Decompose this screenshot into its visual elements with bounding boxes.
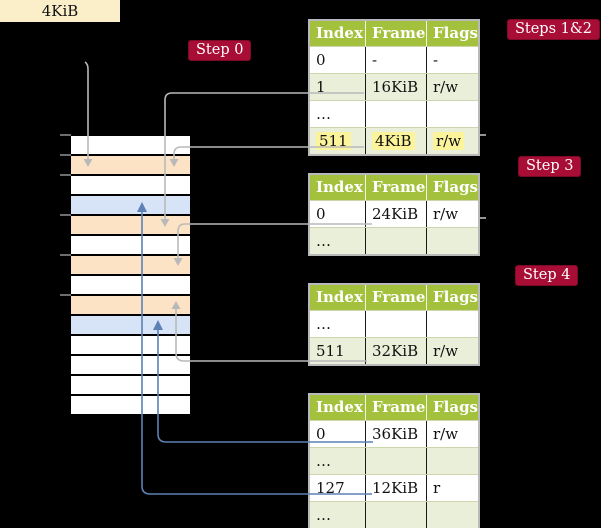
- column-header-index: Index: [310, 175, 366, 200]
- memory-tick: [60, 254, 71, 256]
- cell-frame: 12KiB: [366, 475, 427, 501]
- table-row: …: [310, 310, 478, 337]
- cell-index: …: [310, 101, 366, 127]
- memory-tick: [60, 174, 71, 176]
- table-row: 127 12KiB r: [310, 474, 478, 501]
- highlight: 4KiB: [372, 132, 415, 150]
- table-header-row: Index Frame Flags: [310, 395, 478, 420]
- cell-index: 511: [310, 338, 366, 364]
- page-table-step-4: Index Frame Flags … 511 32KiB r/w: [308, 283, 480, 366]
- column-header-index: Index: [310, 395, 366, 420]
- cell-frame: 24KiB: [366, 201, 427, 227]
- memory-row: [71, 256, 190, 274]
- column-header-frame: Frame: [366, 285, 427, 310]
- cell-frame: [366, 502, 427, 528]
- cell-flags: r/w: [433, 425, 459, 443]
- memory-row: [71, 216, 190, 234]
- table-row: …: [310, 227, 478, 254]
- page-table-final-level: Index Frame Flags 0 36KiB r/w … 127 12Ki…: [308, 393, 480, 528]
- cell-index: 127: [310, 475, 366, 501]
- memory-row: [71, 176, 190, 194]
- table-row: 0 - -: [310, 46, 478, 73]
- column-header-flags: Flags: [433, 24, 478, 42]
- column-header-frame: Frame: [366, 175, 427, 200]
- table-header-row: Index Frame Flags: [310, 175, 478, 200]
- cell-flags: r: [433, 479, 441, 497]
- page-table-steps-1-2: Index Frame Flags 0 - - 1 16KiB r/w … 51…: [308, 19, 480, 156]
- cell-index: 511: [310, 128, 366, 154]
- memory-row: [71, 156, 190, 174]
- label-steps-1-2: Steps 1&2: [506, 19, 600, 40]
- column-header-index: Index: [310, 285, 366, 310]
- memory-row: [71, 396, 190, 414]
- label-step-3: Step 3: [518, 156, 582, 177]
- highlight: r/w: [433, 132, 465, 150]
- table-row: 0 36KiB r/w: [310, 420, 478, 447]
- table-header-row: Index Frame Flags: [310, 21, 478, 46]
- cell-frame: [366, 311, 427, 337]
- cell-index: …: [310, 448, 366, 474]
- memory-row: [71, 296, 190, 314]
- column-header-index: Index: [310, 21, 366, 46]
- cell-frame: [366, 448, 427, 474]
- memory-row: [71, 136, 190, 154]
- memory-row: [71, 376, 190, 394]
- cell-index: …: [310, 311, 366, 337]
- highlight: 511: [316, 132, 351, 150]
- table-row-highlighted: 511 4KiB r/w: [310, 127, 478, 154]
- column-header-frame: Frame: [366, 395, 427, 420]
- table-row: …: [310, 501, 478, 528]
- memory-row: [71, 356, 190, 374]
- frame-address-box: 4KiB: [0, 0, 120, 22]
- table-row: …: [310, 447, 478, 474]
- cell-frame: 36KiB: [366, 421, 427, 447]
- cell-frame: 16KiB: [366, 74, 427, 100]
- frame-address-label: 4KiB: [41, 2, 79, 20]
- cell-index: …: [310, 502, 366, 528]
- memory-tick: [60, 294, 71, 296]
- cell-flags: r/w: [433, 205, 459, 223]
- table-row: …: [310, 100, 478, 127]
- cell-frame: 32KiB: [366, 338, 427, 364]
- cell-frame: [366, 101, 427, 127]
- cell-flags: [427, 101, 478, 127]
- cell-flags: [427, 311, 478, 337]
- memory-row: [71, 336, 190, 354]
- cell-flags: [427, 502, 478, 528]
- memory-row: [71, 316, 190, 334]
- physical-memory-column: [71, 134, 190, 416]
- cell-index: 0: [310, 421, 366, 447]
- cell-flags: [427, 228, 478, 254]
- cell-index: 0: [310, 47, 366, 73]
- memory-tick: [60, 134, 71, 136]
- memory-tick: [60, 154, 71, 156]
- cell-frame: 4KiB: [366, 128, 427, 154]
- column-header-flags: Flags: [433, 398, 478, 416]
- cell-flags: r/w: [427, 128, 478, 154]
- column-header-frame: Frame: [366, 21, 427, 46]
- memory-row: [71, 276, 190, 294]
- cell-flags: [427, 448, 478, 474]
- memory-row: [71, 196, 190, 214]
- cell-index: …: [310, 228, 366, 254]
- cell-index: 0: [310, 201, 366, 227]
- table-row: 0 24KiB r/w: [310, 200, 478, 227]
- cell-flags: r/w: [433, 342, 459, 360]
- cell-flags: r/w: [433, 78, 459, 96]
- label-step-4: Step 4: [515, 265, 579, 286]
- cell-frame: [366, 228, 427, 254]
- column-header-flags: Flags: [433, 178, 478, 196]
- label-step-0: Step 0: [188, 40, 252, 61]
- column-header-flags: Flags: [433, 288, 478, 306]
- cell-flags: -: [433, 51, 439, 69]
- cell-index: 1: [310, 74, 366, 100]
- cell-frame: -: [366, 47, 427, 73]
- memory-tick: [60, 214, 71, 216]
- table-row: 511 32KiB r/w: [310, 337, 478, 364]
- page-table-step-3: Index Frame Flags 0 24KiB r/w …: [308, 173, 480, 256]
- memory-row: [71, 236, 190, 254]
- table-header-row: Index Frame Flags: [310, 285, 478, 310]
- table-row: 1 16KiB r/w: [310, 73, 478, 100]
